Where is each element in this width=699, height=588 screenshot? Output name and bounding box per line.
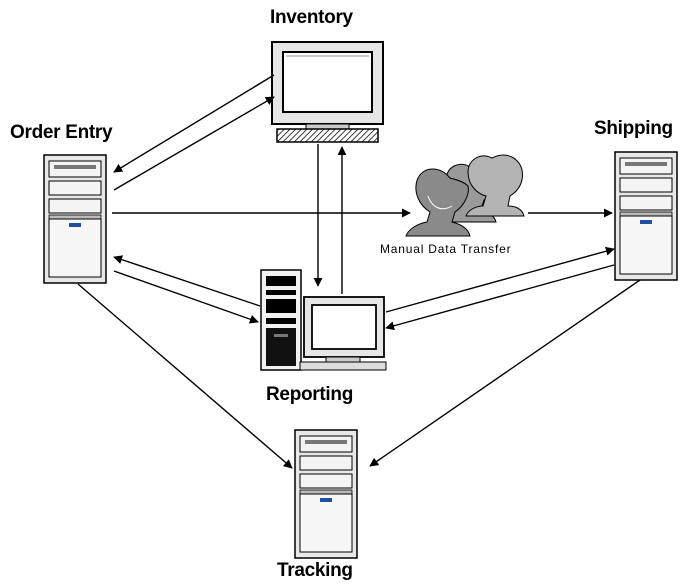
reporting-computer-icon xyxy=(260,269,387,371)
shipping-label: Shipping xyxy=(594,118,673,139)
inventory-label: Inventory xyxy=(270,7,353,28)
people-icon xyxy=(405,154,525,237)
manual-data-transfer-label: Manual Data Transfer xyxy=(380,242,512,256)
tracking-server-icon xyxy=(294,429,358,559)
connector-arrows xyxy=(77,74,641,469)
reporting-label: Reporting xyxy=(266,384,354,405)
tracking-label: Tracking xyxy=(277,560,353,581)
inventory-computer-icon xyxy=(271,41,384,143)
shipping-server-icon xyxy=(614,151,678,281)
order-entry-server-icon xyxy=(43,154,107,284)
order-entry-label: Order Entry xyxy=(10,122,113,143)
